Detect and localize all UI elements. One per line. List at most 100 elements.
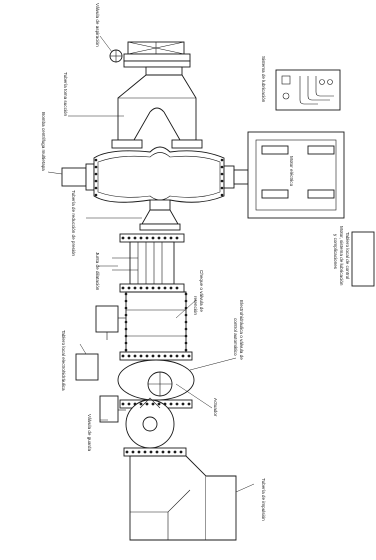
flange-bolt [184,348,188,352]
leader-lines [47,35,255,493]
flange-bolt [220,193,224,197]
flange-bolt [220,165,224,169]
label-dilation-joint: Junta de dilatación [95,252,100,291]
flange-bolt [124,341,128,345]
label-local-panel-3: y complicaciones [333,234,338,270]
flange-bolt [124,306,128,310]
flange-bolt [161,450,165,454]
flange-bolt [184,327,188,331]
flange-bolt [220,179,224,183]
flange-bolt [94,179,98,183]
local-control-panel [351,231,375,287]
label-pump: Bomba centrífuga multietapa [41,112,46,171]
multistage-centrifugal-pump [61,146,249,206]
flange-bolt [187,402,191,406]
flange-bolt [127,402,131,406]
flange-bolt [139,286,143,290]
flange-bolt [181,402,185,406]
label-hydraulic-panel: Tablero local electrohidráulica [61,330,66,391]
flange-bolt [175,286,179,290]
flange-bolt [151,286,155,290]
flange-bolt [124,327,128,331]
flange-bolt [125,450,129,454]
flange-bolt [94,186,98,190]
flange-bolt [139,236,143,240]
dilation-joint [112,233,185,293]
label-suction-valve: Válvula de aspiración [95,3,100,47]
flange-bolt [169,402,173,406]
flange-bolts [94,158,224,454]
flange-bolt [187,354,191,358]
flange-bolt [137,450,141,454]
flange-bolt [94,193,98,197]
flange-bolt [184,320,188,324]
flange-bolt [124,320,128,324]
flange-bolt [157,354,161,358]
flange-bolt [155,450,159,454]
label-suction-pipe: Tubería toma succión [63,72,68,116]
flange-bolt [181,354,185,358]
flange-bolt [163,354,167,358]
flange-bolt [220,186,224,190]
flange-bolt [94,165,98,169]
flange-bolt [184,341,188,345]
flange-bolt [131,450,135,454]
flange-bolt [220,158,224,162]
flange-bolt [175,354,179,358]
pressure-reducer-pipe [139,199,181,231]
flange-bolt [139,402,143,406]
flange-bolt [127,286,131,290]
flange-bolt [94,172,98,176]
flange-bolt [127,354,131,358]
flange-bolt [127,236,131,240]
flange-bolt [184,334,188,338]
electric-motor [247,131,345,219]
flange-bolt [151,354,155,358]
guard-valve [99,395,175,449]
flange-bolt [167,450,171,454]
label-discharge-pipe: Tubería de impulsión [261,478,266,521]
flange-bolt [124,348,128,352]
label-actuator: Actuador [213,398,218,417]
flange-bolt [157,286,161,290]
flange-bolt [151,236,155,240]
flange-bolt [149,450,153,454]
flange-bolt [169,236,173,240]
suction-pipe [111,66,203,149]
flange-bolt [124,313,128,317]
flange-bolt [173,450,177,454]
flange-bolt [157,402,161,406]
flange-bolt [133,402,137,406]
flange-bolt [184,313,188,317]
label-reducer-pipe-1: Tubería de reducción de presión [71,190,76,256]
flange-bolt [175,402,179,406]
flange-bolt [220,172,224,176]
flange-bolt [133,286,137,290]
flange-bolt [145,286,149,290]
flange-bolt [179,450,183,454]
flange-bolt [163,286,167,290]
flange-bolt [121,286,125,290]
hydraulic-local-panel [75,353,99,381]
label-electric-motor: Motor eléctrico [289,156,294,187]
flange-bolt [169,286,173,290]
flange-bolt [133,236,137,240]
label-check-valve-2: retención [193,296,198,315]
flange-bolt [151,402,155,406]
flange-bolt [124,292,128,296]
flange-bolt [133,354,137,358]
flange-bolt [121,236,125,240]
flange-bolt [94,158,98,162]
flange-bolt [124,334,128,338]
flange-bolt [143,450,147,454]
flange-bolt [163,236,167,240]
flange-bolt [175,236,179,240]
label-lubrication-system: Sistema de lubricación [261,56,266,103]
flange-bolt [169,354,173,358]
flange-bolt [121,402,125,406]
flange-bolt [145,236,149,240]
flange-bolt [124,299,128,303]
flange-bolt [121,354,125,358]
